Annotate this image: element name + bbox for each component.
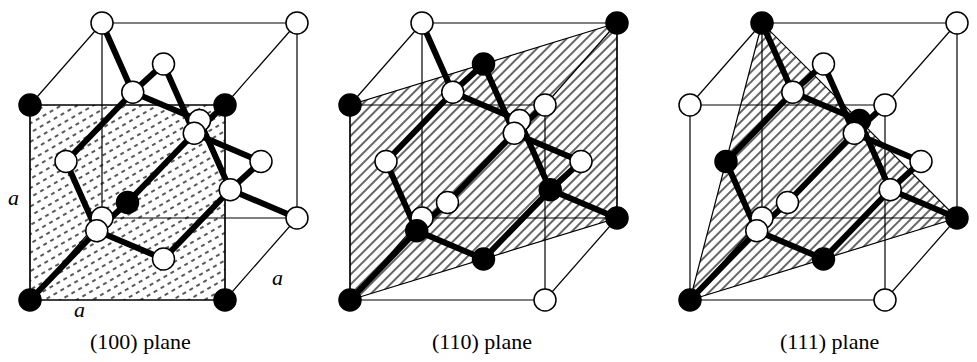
- atomic-bond: [448, 133, 515, 202]
- dimension-label: a: [272, 266, 283, 290]
- atom: [874, 289, 896, 311]
- atom: [153, 53, 175, 75]
- cube-edge: [350, 299, 545, 300]
- plane-atom: [214, 94, 236, 116]
- atom: [55, 151, 77, 173]
- atom: [746, 220, 768, 242]
- atom: [122, 81, 144, 103]
- cube-edge: [885, 23, 957, 105]
- cube-group: [19, 12, 968, 311]
- plane-caption: (100) plane: [90, 330, 191, 354]
- crystal-plane: [690, 23, 957, 300]
- cube-edge: [102, 22, 297, 23]
- dimension-label: a: [74, 298, 85, 322]
- plane-atom: [19, 289, 41, 311]
- atom: [375, 151, 397, 173]
- atom: [153, 248, 175, 270]
- crystal-plane: [30, 105, 225, 300]
- atomic-bond: [164, 190, 231, 259]
- atomic-bond: [824, 190, 891, 259]
- atomic-bond: [788, 133, 855, 202]
- plane-atom: [406, 220, 428, 242]
- plane-atom: [473, 248, 495, 270]
- atom: [777, 192, 799, 214]
- plane-atom: [813, 248, 835, 270]
- crystal-plane: [350, 23, 617, 300]
- plane-atom: [946, 207, 968, 229]
- atom: [946, 12, 968, 34]
- cube-edge: [225, 23, 297, 105]
- plane-atom: [715, 151, 737, 173]
- atom: [250, 151, 272, 173]
- atomic-bond: [386, 92, 453, 161]
- plane-atom: [679, 289, 701, 311]
- atom: [219, 179, 241, 201]
- atom: [91, 12, 113, 34]
- plane-atom: [214, 289, 236, 311]
- cube-edge: [690, 299, 885, 300]
- plane-atom: [606, 207, 628, 229]
- atomic-bond: [690, 231, 757, 300]
- cube-edge: [956, 23, 957, 218]
- atom: [286, 207, 308, 229]
- cube-edge: [689, 105, 690, 300]
- atomic-bond: [66, 92, 133, 161]
- atom: [286, 12, 308, 34]
- atom: [910, 151, 932, 173]
- cube-edge: [762, 22, 957, 23]
- cube-edge: [225, 218, 297, 300]
- plane-atom: [339, 289, 361, 311]
- dimension-label: a: [8, 186, 19, 210]
- plane-atom: [606, 12, 628, 34]
- atom: [843, 122, 865, 144]
- atomic-bond: [30, 231, 97, 300]
- cube-edge: [30, 23, 102, 105]
- atomic-bond: [350, 231, 417, 300]
- atom: [442, 81, 464, 103]
- atom: [437, 192, 459, 214]
- plane-atom: [539, 179, 561, 201]
- atom: [782, 81, 804, 103]
- atom: [411, 12, 433, 34]
- plane-atom: [19, 94, 41, 116]
- atom: [679, 94, 701, 116]
- atom: [570, 151, 592, 173]
- atom: [183, 122, 205, 144]
- plane-caption: (110) plane: [432, 330, 532, 354]
- atom: [534, 94, 556, 116]
- plane-atom: [117, 192, 139, 214]
- atom: [503, 122, 525, 144]
- atomic-bond: [726, 92, 793, 161]
- atom: [534, 289, 556, 311]
- atomic-bond: [128, 133, 195, 202]
- plane-atom: [339, 94, 361, 116]
- atom: [86, 220, 108, 242]
- plane-caption: (111) plane: [780, 330, 879, 354]
- atom: [874, 94, 896, 116]
- cube-edge: [296, 23, 297, 218]
- cube-edge: [422, 22, 617, 23]
- plane-atom: [473, 53, 495, 75]
- atom: [813, 53, 835, 75]
- atomic-bond: [484, 190, 551, 259]
- atom: [879, 179, 901, 201]
- plane-atom: [751, 12, 773, 34]
